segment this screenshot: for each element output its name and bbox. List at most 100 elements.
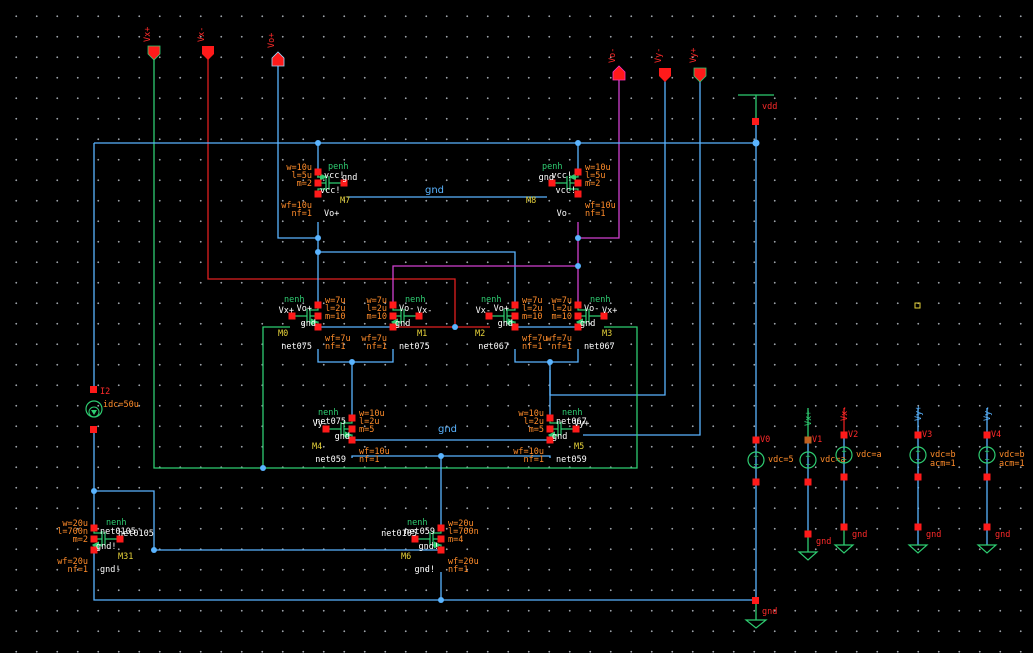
- transistor-m6[interactable]: nenhM6w=20ul=700nm=4wf=20unf=1net059net0…: [381, 518, 479, 575]
- selection-marker[interactable]: [914, 302, 921, 309]
- terminal-pin[interactable]: [348, 436, 356, 444]
- transistor-m3[interactable]: nenhM3w=7ul=2um=10wf=7unf=1Vo-Vx+gndnet0…: [546, 295, 617, 352]
- terminal-pin[interactable]: [314, 323, 322, 331]
- terminal-pin[interactable]: [840, 523, 848, 531]
- terminal-pin[interactable]: [314, 179, 322, 187]
- terminal-pin[interactable]: [983, 431, 991, 439]
- terminal-pin[interactable]: [546, 425, 554, 433]
- source-symbol: [835, 446, 853, 464]
- terminal-pin[interactable]: [314, 312, 322, 320]
- terminal-pin[interactable]: [116, 535, 124, 543]
- terminal-pin[interactable]: [804, 478, 812, 486]
- terminal-pin[interactable]: [804, 436, 812, 444]
- transistor-body: [549, 418, 559, 440]
- transistor-gate: [588, 309, 602, 323]
- terminal-pin[interactable]: [574, 312, 582, 320]
- terminal-pin[interactable]: [437, 535, 445, 543]
- terminal-pin[interactable]: [322, 425, 330, 433]
- terminal-pin[interactable]: [983, 523, 991, 531]
- terminal-pin[interactable]: [389, 301, 397, 309]
- terminal-pin[interactable]: [415, 312, 423, 320]
- param-m: m=4: [448, 535, 463, 545]
- terminal-pin[interactable]: [511, 323, 519, 331]
- terminal-pin[interactable]: [437, 546, 445, 554]
- terminal-pin[interactable]: [914, 523, 922, 531]
- terminal-pin[interactable]: [511, 301, 519, 309]
- param-nf: nf=1: [359, 455, 379, 465]
- terminal-pin[interactable]: [548, 179, 556, 187]
- terminal-pin[interactable]: [600, 312, 608, 320]
- current-source-i2[interactable]: I2 idc=50u: [85, 386, 139, 433]
- terminal-pin[interactable]: [511, 312, 519, 320]
- transistor-gate: [403, 309, 417, 323]
- transistor-gate: [328, 176, 342, 190]
- device-name: M6: [401, 552, 411, 562]
- terminal-pin[interactable]: [90, 546, 98, 554]
- vdd-symbol[interactable]: vdd: [738, 94, 777, 125]
- terminal-pin[interactable]: [485, 312, 493, 320]
- terminal-pin[interactable]: [546, 414, 554, 422]
- terminal-pin[interactable]: [411, 535, 419, 543]
- terminal-pin[interactable]: [574, 323, 582, 331]
- param-nf: nf=1: [552, 342, 572, 352]
- transistor-m7[interactable]: penhM7w=10ul=5um=2wf=10unf=1vcc!gndvcc!V…: [281, 162, 357, 219]
- terminal-pin[interactable]: [574, 168, 582, 176]
- terminal-pin[interactable]: [840, 431, 848, 439]
- pin-vop[interactable]: Vo+: [267, 33, 285, 67]
- terminal-pin[interactable]: [90, 524, 98, 532]
- terminal-pin[interactable]: [840, 473, 848, 481]
- terminal-pin[interactable]: [90, 535, 98, 543]
- source-symbol: [909, 446, 927, 464]
- terminal-pin[interactable]: [340, 179, 348, 187]
- terminal-pin[interactable]: [348, 414, 356, 422]
- transistor-m1[interactable]: nenhM1w=7ul=2um=10wf=7unf=1Vo-Vx-gndnet0…: [361, 295, 432, 352]
- transistor-m31[interactable]: nenhM31w=20ul=700nm=2wf=20unf=1net0105ne…: [57, 518, 154, 575]
- transistor-m8[interactable]: penhM8w=10ul=5um=2wf=10unf=1vcc!gndvcc!V…: [526, 162, 616, 219]
- param-w: w=10u: [286, 163, 312, 173]
- pin-vym[interactable]: Vy-: [654, 48, 671, 82]
- param-wf: wf=7u: [325, 334, 351, 344]
- gnd-symbol-main[interactable]: gnd: [744, 597, 777, 629]
- transistor-m5[interactable]: nenhM5w=10ul=2um=5wf=10unf=1net067Vy+gnd…: [513, 408, 589, 465]
- terminal-pin[interactable]: [437, 524, 445, 532]
- param-wf: wf=10u: [585, 201, 616, 211]
- transistor-body: [432, 528, 442, 550]
- terminal-pin[interactable]: [804, 530, 812, 538]
- terminal-pin[interactable]: [983, 473, 991, 481]
- param-m: m=10: [325, 312, 345, 322]
- terminal-pin[interactable]: [389, 312, 397, 320]
- terminal-pin[interactable]: [546, 436, 554, 444]
- pin-vom[interactable]: Vo-: [608, 48, 626, 81]
- pin-vxp[interactable]: Vx+: [143, 27, 161, 61]
- terminal-pin[interactable]: [314, 190, 322, 198]
- terminal-pin[interactable]: [914, 431, 922, 439]
- device-type: penh: [542, 162, 562, 172]
- pin-vxm[interactable]: Vx-: [197, 27, 214, 60]
- terminal-pin[interactable]: [574, 190, 582, 198]
- terminal-pin[interactable]: [288, 312, 296, 320]
- transistor-m4[interactable]: nenhM4w=10ul=2um=5wf=10unf=1net075Vy-gnd…: [312, 408, 390, 465]
- terminal-pin[interactable]: [572, 425, 580, 433]
- transistor-m2[interactable]: nenhM2w=7ul=2um=10wf=7unf=1Vo+Vx-gndnet0…: [475, 295, 548, 352]
- transistor-m0[interactable]: nenhM0w=7ul=2um=10wf=7unf=1Vo+Vx+gndnet0…: [278, 295, 351, 352]
- terminal-pin[interactable]: [389, 323, 397, 331]
- param-m: m=10: [552, 312, 572, 322]
- terminal-pin[interactable]: [574, 179, 582, 187]
- terminal-gate: Vx+: [279, 306, 294, 316]
- terminal-pin[interactable]: [752, 478, 760, 486]
- terminal-pin[interactable]: [348, 425, 356, 433]
- terminal-pin[interactable]: [314, 301, 322, 309]
- pin-vyp[interactable]: Vy+: [689, 48, 707, 83]
- terminal-source: net075: [281, 342, 312, 352]
- terminal-pin[interactable]: [314, 168, 322, 176]
- terminal-pin[interactable]: [914, 473, 922, 481]
- terminal-pin[interactable]: [574, 301, 582, 309]
- terminal-pin[interactable]: [752, 436, 760, 444]
- minus-sign: −: [842, 455, 847, 465]
- terminal-bulk: vcc!: [320, 186, 340, 196]
